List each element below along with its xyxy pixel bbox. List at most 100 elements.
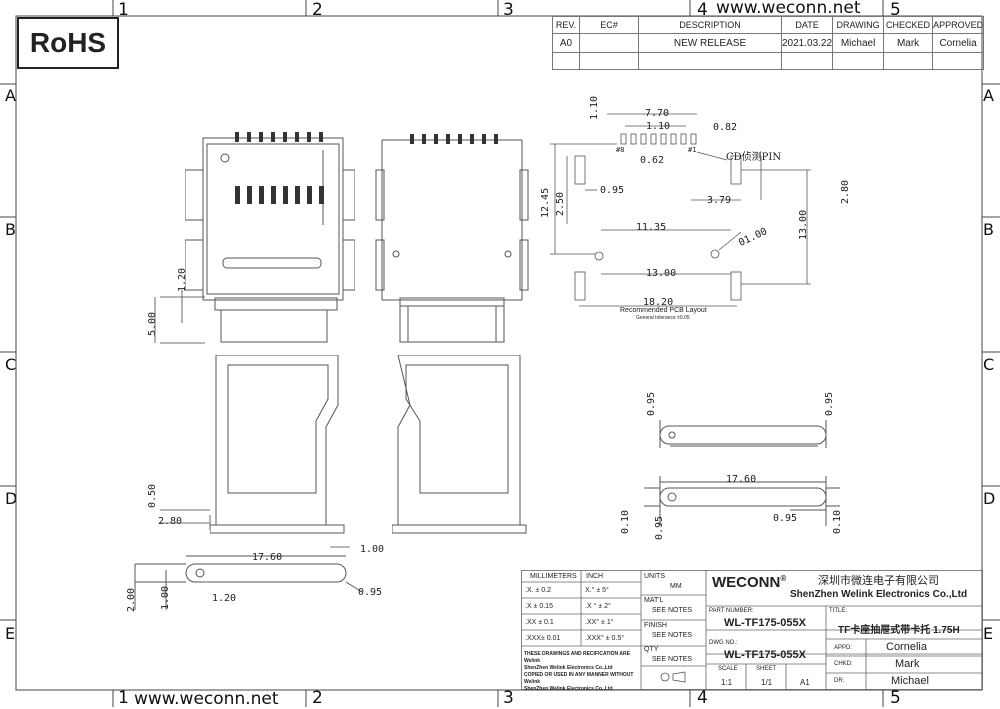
pin8-label: #8 — [616, 146, 625, 154]
dim-pcb-7: 3.79 — [707, 195, 732, 206]
zone-e-left: E — [5, 624, 16, 643]
ec-value — [579, 33, 639, 53]
rev-header: REV. — [552, 16, 580, 34]
units-value: MM — [670, 583, 682, 590]
dim-pcb-4: 0.82 — [713, 122, 738, 133]
date-header: DATE — [780, 16, 834, 34]
zone-4-top: 4 — [697, 0, 708, 20]
pin1-label: #1 — [688, 146, 697, 154]
zone-1-bottom: 1 — [118, 688, 129, 708]
dim-pcb-10: 13.00 — [646, 268, 677, 279]
zone-d-left: D — [5, 489, 18, 508]
chkd-label: CHKD: — [834, 661, 853, 667]
tol-row-1-mm: .X. ± 0.2 — [525, 587, 552, 594]
description-header: DESCRIPTION — [638, 16, 782, 34]
zone-5-bottom: 5 — [890, 688, 901, 708]
dr-value: Michael — [891, 675, 929, 687]
dim-pcb-11: 18.20 — [643, 297, 674, 308]
note-line-5: Welink — [524, 679, 541, 685]
dim-pcb-14: 2.80 — [840, 179, 851, 204]
drawing-header: DRAWING — [832, 16, 885, 34]
title-block-grid — [521, 570, 983, 690]
finish-label: FINISH — [644, 622, 667, 629]
ec-header: EC# — [579, 16, 639, 34]
pcb-subcaption: General tolerance ±0.05 — [636, 315, 690, 321]
checked-header: CHECKED — [883, 16, 934, 34]
title-label: TITLE: — [829, 608, 848, 614]
dim-right-g: 0.10 — [832, 509, 843, 534]
brand-registered: ® — [780, 574, 787, 583]
company-cn: 深圳市微连电子有限公司 — [818, 575, 939, 587]
part-number-value: WL-TF175-055X — [724, 617, 806, 629]
side-dim-lines — [154, 290, 205, 344]
company-en: ShenZhen Welink Electronics Co.,Ltd — [790, 589, 968, 600]
connector-back-view — [375, 134, 529, 343]
zone-a-right: A — [983, 86, 994, 105]
dim-pcb-8: 11.35 — [636, 222, 667, 233]
brand-name: WECONN — [712, 574, 781, 591]
qty-label: QTY — [644, 646, 659, 653]
sheet-value: 1/1 — [761, 678, 773, 687]
dim-pcb-1: 1.10 — [589, 95, 600, 120]
tray-dim-lines — [160, 509, 350, 548]
checked-value: Mark — [883, 33, 934, 53]
note-line-2: Welink — [524, 658, 541, 664]
website-top[interactable]: www.weconn.net — [716, 0, 861, 18]
dim-right-a: 0.95 — [646, 391, 657, 416]
cd-detect-label: CD侦测PIN — [726, 152, 782, 163]
pcb-caption: Recommended PCB Layout — [620, 307, 707, 314]
chkd-value: Mark — [895, 658, 920, 670]
ejector-side-view — [644, 420, 840, 526]
dim-pin-e: 0.95 — [358, 587, 383, 598]
tol-row-4-mm: .XXX± 0.01 — [525, 635, 561, 642]
revision-table: REV. EC# DESCRIPTION DATE DRAWING CHECKE… — [552, 16, 985, 70]
dwg-no-label: DWG NO.: — [709, 640, 738, 646]
tol-row-2-inch: .X ° ± 2° — [585, 603, 611, 610]
description-value: NEW RELEASE — [638, 33, 782, 53]
dim-pin-c: 1.00 — [160, 585, 171, 610]
approved-header: APPROVED — [932, 16, 985, 34]
tol-header-inch: INCH — [586, 573, 604, 580]
tol-header-mm: MILLIMETERS — [530, 573, 577, 580]
zone-c-right: C — [983, 355, 995, 374]
dim-right-c: 17.60 — [726, 474, 757, 485]
zone-e-right: E — [983, 624, 994, 643]
tray-right-view — [392, 355, 527, 534]
appd-label: APPD: — [834, 645, 853, 651]
dwg-no-value: WL-TF175-055X — [724, 649, 806, 661]
scale-label: SCALE — [718, 666, 738, 672]
zone-b-right: B — [983, 220, 994, 239]
qty-value: SEE NOTES — [652, 656, 693, 663]
website-bottom[interactable]: www.weconn.net — [134, 689, 279, 709]
zone-5-top: 5 — [890, 0, 901, 20]
note-line-4: COPIED OR USED IN ANY MANNER WITHOUT — [524, 672, 634, 678]
dim-pcb-2: 7.70 — [645, 108, 670, 119]
zone-c-left: C — [5, 355, 17, 374]
tol-row-1-inch: X.° ± 5° — [585, 587, 609, 594]
brand-logo: WECONN® — [712, 574, 786, 591]
tray-left-view — [210, 355, 345, 534]
zone-d-right: D — [983, 489, 996, 508]
tol-row-4-inch: .XXX° ± 0.5° — [585, 635, 625, 642]
dim-pin-a: 17.60 — [252, 552, 283, 563]
matl-label: MAT'L — [644, 597, 664, 604]
approved-value: Cornelia — [932, 33, 985, 53]
drawing-value: Michael — [832, 33, 885, 53]
size-value: A1 — [800, 678, 810, 687]
units-label: UNITS — [644, 573, 665, 580]
zone-b-left: B — [5, 220, 16, 239]
dim-right-e: 0.95 — [654, 515, 665, 540]
tol-row-2-mm: .X ± 0.15 — [525, 603, 553, 610]
part-number-label: PART NUMBER: — [709, 608, 754, 614]
zone-2-bottom: 2 — [312, 688, 323, 708]
ejector-pin-view — [134, 555, 363, 610]
dim-pin-b: 2.00 — [126, 587, 137, 612]
rohs-badge: RoHS — [17, 17, 119, 69]
pcb-layout — [550, 113, 811, 307]
sheet-label: SHEET — [756, 666, 777, 672]
dim-right-d: 0.10 — [620, 509, 631, 534]
date-value: 2021.03.22 — [780, 33, 834, 53]
dim-tray-b: 2.80 — [158, 516, 183, 527]
zone-a-left: A — [5, 86, 16, 105]
